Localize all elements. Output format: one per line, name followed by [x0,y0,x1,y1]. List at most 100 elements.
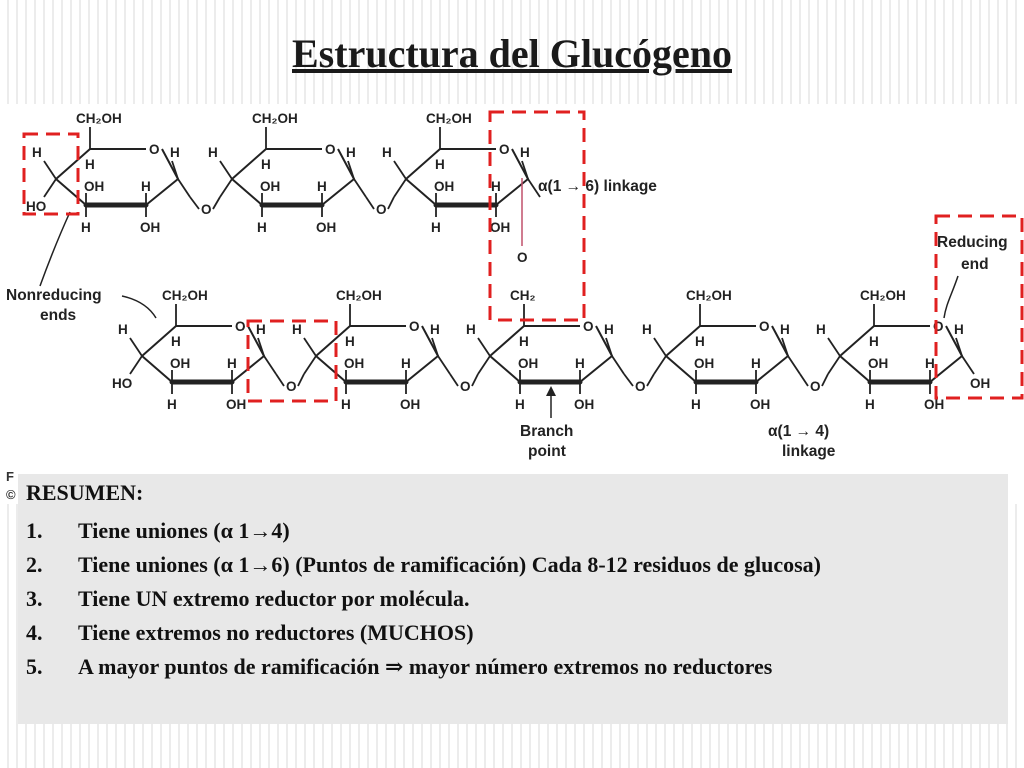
alpha-1-4-linkage-label-line1: α(1 → 4) [768,423,829,440]
c4-up-bond [393,160,407,180]
branch-oxygen-label: O [517,250,528,265]
glycosidic-bond [212,196,221,210]
ring-oxygen-label: O [759,319,770,334]
ring-oxygen-label: O [325,142,336,157]
summary-item: 1.Tiene uniones (α 1→4) [26,514,986,548]
ho-label: HO [112,376,132,391]
summary-item-number: 3. [26,586,43,611]
ring-oxygen-label: O [583,319,594,334]
glycosidic-bond [623,373,634,387]
h-label: H [257,220,267,235]
glycosidic-bond [275,373,285,387]
h-label: H [751,356,761,371]
oh-label: OH [868,356,888,371]
oh-label: OH [344,356,364,371]
c4-down-bond [653,355,667,375]
h-label: H [431,220,441,235]
alpha-1-4-linkage-box [246,319,338,403]
ring-outline [141,325,265,383]
h-label: H [32,145,42,160]
h-label: H [208,145,218,160]
c4-down-bond [303,355,317,375]
h-label: H [466,322,476,337]
ring-oxygen-label: O [499,142,510,157]
h-label: H [520,145,530,160]
ch2oh-label: CH₂OH [860,288,906,303]
h-label: H [575,356,585,371]
summary-item: 4.Tiene extremos no reductores (MUCHOS) [26,616,986,650]
oh-label: OH [574,397,594,412]
figure-credit: F © [6,468,22,504]
ring-outline [315,325,439,383]
h-label: H [317,179,327,194]
ch2oh-label: CH₂ [510,288,536,303]
h-label: H [118,322,128,337]
glycosidic-oxygen-label: O [376,202,387,217]
c4-down-bond [129,355,143,375]
h-label: H [167,397,177,412]
slide-title: Estructura del Glucógeno [292,31,732,76]
oh-label: OH [750,397,770,412]
oh-label: OH [84,179,104,194]
glycosidic-bond [449,373,459,387]
ch2oh-label: CH₂OH [426,111,472,126]
summary-heading: RESUMEN: [26,480,144,505]
c1-up-bond [521,160,529,180]
c1-up-bond [955,337,963,357]
c1-up-bond [257,337,265,357]
glycosidic-bond [471,373,479,387]
oh-label: OH [316,220,336,235]
h-label: H [691,397,701,412]
figure-credit-line2: © [6,487,16,502]
h-label: H [865,397,875,412]
ch2oh-label: CH₂OH [162,288,208,303]
glycosidic-bond [297,373,305,387]
glycosidic-bond [189,196,200,210]
reducing-end-label-line1: Reducing [937,234,1008,251]
ring-oxygen-label: O [235,319,246,334]
c1-down-bond [961,355,975,375]
summary-item-number: 2. [26,552,43,577]
c4-up-bond [129,337,143,357]
c1-up-bond [431,337,439,357]
c1-down-bond [611,355,625,375]
summary-item-number: 5. [26,654,43,679]
c4-up-bond [653,337,667,357]
c1-up-bond [171,160,179,180]
ring-outline [405,148,529,206]
ring-outline [55,148,179,206]
c1-up-bond [781,337,789,357]
c1-down-bond [263,355,277,375]
h-label: H [519,334,529,349]
ring-outline [665,325,789,383]
h-label: H [256,322,266,337]
c1-down-bond [177,178,191,198]
h-label: H [925,356,935,371]
ring-outline [839,325,963,383]
glycosidic-bond [646,373,655,387]
nonreducing-end-box-top [22,132,80,216]
oh-label: OH [518,356,538,371]
reducing-end-box [934,214,1024,400]
nonreducing-arrow-top [39,211,71,287]
summary-item-text: Tiene uniones (α 1→4) [78,518,290,543]
h-label: H [435,157,445,172]
c4-down-bond [219,178,233,198]
c4-up-bond [43,160,57,180]
h-label: H [695,334,705,349]
branch-point-arrowhead [546,386,556,396]
oh-label: OH [140,220,160,235]
h-label: H [816,322,826,337]
oh-label: OH [260,179,280,194]
summary-item-text: Tiene uniones (α 1→6) (Puntos de ramific… [78,552,821,577]
summary-item: 3.Tiene UN extremo reductor por molécula… [26,582,986,616]
ho-label: HO [26,199,46,214]
c4-up-bond [219,160,233,180]
h-label: H [227,356,237,371]
